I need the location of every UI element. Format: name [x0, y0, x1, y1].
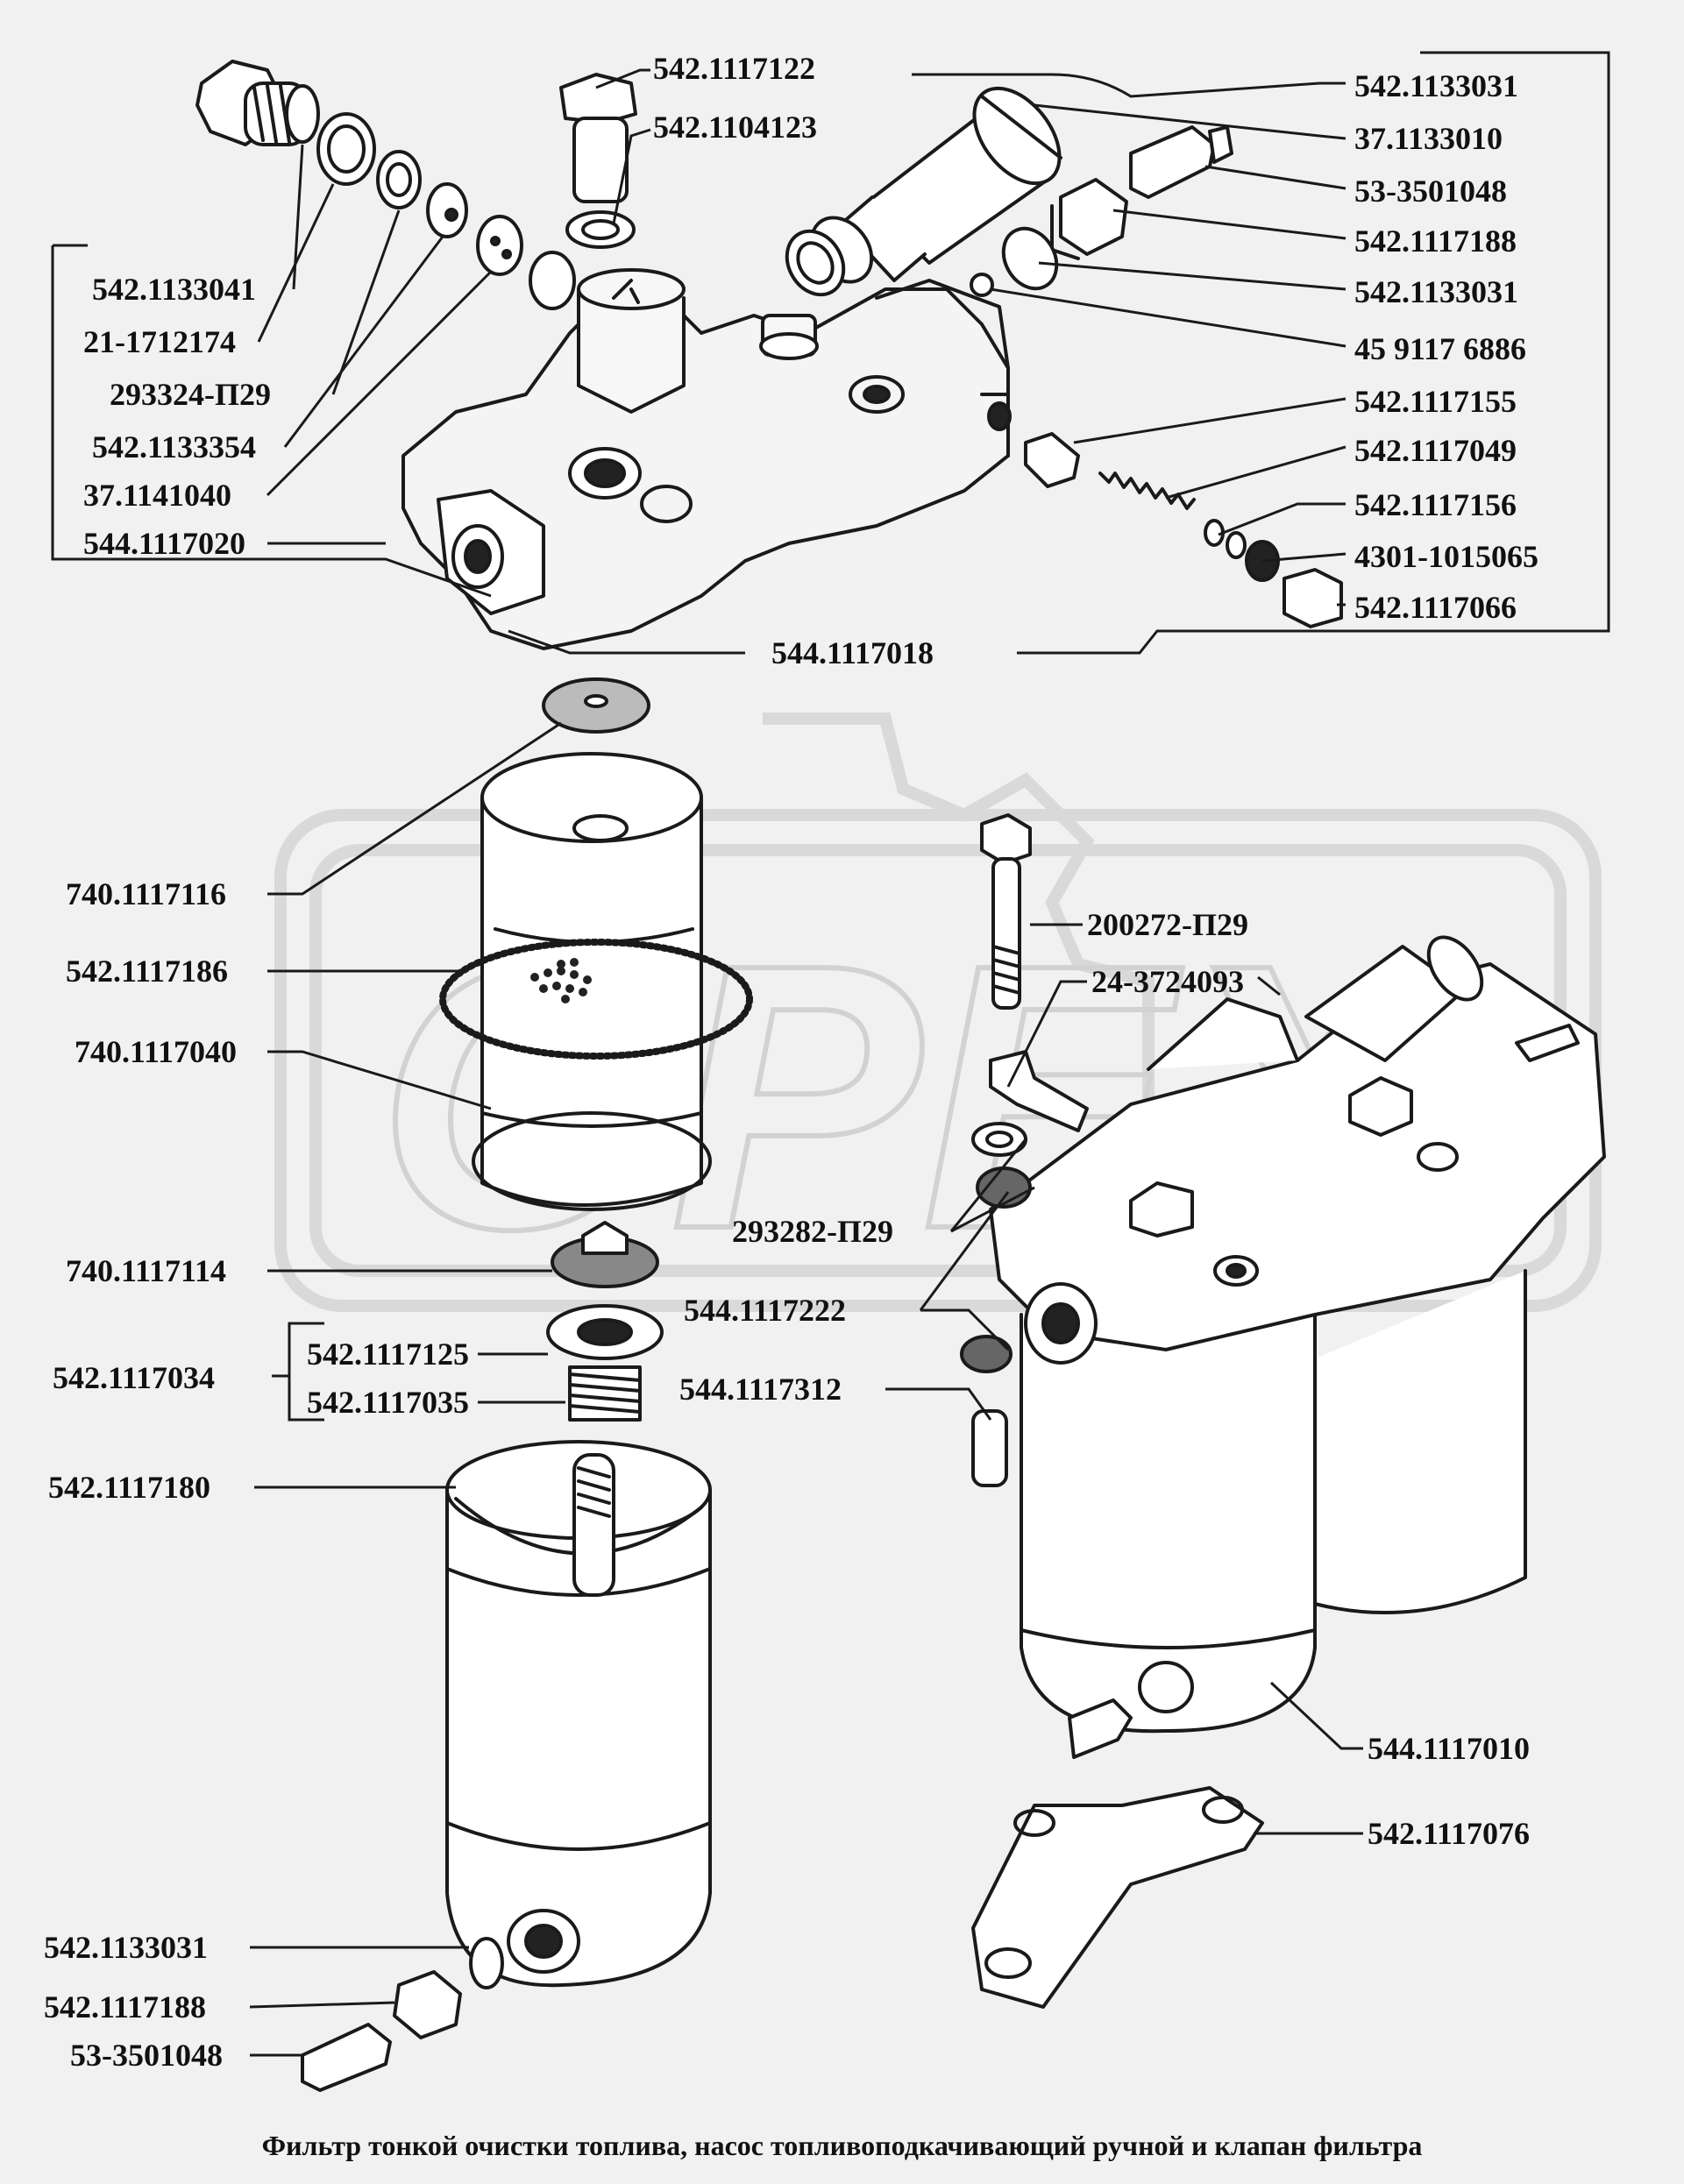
spring-542-1117049: [1098, 472, 1196, 510]
label-542-1117034: 542.1117034: [53, 1360, 216, 1395]
seal-544-1117222-b: [960, 1335, 1013, 1373]
label-542-1117156: 542.1117156: [1354, 487, 1517, 522]
filter-cover-544-1117018: [401, 268, 1012, 650]
label-542-1117125: 542.1117125: [307, 1337, 470, 1372]
label-37-1141040: 37.1141040: [83, 478, 232, 513]
bleeder-53-3501048-a: [1129, 125, 1233, 199]
label-542-1117180: 542.1117180: [48, 1470, 211, 1505]
label-542-1117035: 542.1117035: [307, 1385, 470, 1420]
plug-542-1133041: [195, 60, 320, 146]
label-4301-1015065: 4301-1015065: [1354, 539, 1538, 574]
cage-37-1141040: [476, 215, 523, 276]
label-740-1117114: 740.1117114: [66, 1253, 227, 1288]
seal-542-1117186: [439, 939, 753, 1060]
label-293324-p29: 293324-П29: [110, 377, 271, 412]
label-542-1133031-b: 542.1133031: [1354, 274, 1519, 309]
watermark-logo: [274, 713, 1602, 1312]
ring-542-1133031-b: [1001, 226, 1059, 291]
assembled-filter-544-1117010: [989, 935, 1606, 1759]
label-544-1117010: 544.1117010: [1368, 1731, 1531, 1766]
washer-293324-p29: [376, 150, 422, 209]
figure-caption: Фильтр тонкой очистки топлива, насос топ…: [261, 2130, 1423, 2161]
label-544-1117312: 544.1117312: [679, 1372, 842, 1407]
label-21-1712174: 21-1712174: [83, 324, 236, 359]
label-200272-p29: 200272-П29: [1087, 907, 1248, 942]
label-544-1117018: 544.1117018: [771, 635, 934, 670]
ball-45-9117-6886: [970, 273, 994, 297]
valve-740-1117114: [551, 1221, 659, 1288]
label-542-1117155: 542.1117155: [1354, 384, 1517, 419]
housing-542-1117180: [445, 1440, 712, 1988]
label-544-1117222: 544.1117222: [684, 1293, 847, 1328]
label-53-3501048-a: 53-3501048: [1354, 174, 1507, 209]
spring-542-1117035: [568, 1365, 642, 1422]
label-542-1117076: 542.1117076: [1368, 1816, 1531, 1851]
label-542-1117049: 542.1117049: [1354, 433, 1517, 468]
label-542-1133031-a: 542.1133031: [1354, 68, 1519, 103]
ring-542-1133031-c: [469, 1937, 504, 1989]
label-45-9117-6886: 45 9117 6886: [1354, 331, 1527, 366]
washer-21-1712174: [316, 112, 376, 186]
label-542-1133041: 542.1133041: [92, 272, 257, 307]
label-37-1133010: 37.1133010: [1354, 121, 1503, 156]
filter-element-740-1117040: [472, 752, 712, 1211]
label-542-1117122: 542.1117122: [653, 51, 816, 86]
sleeve-544-1117312: [971, 1409, 1008, 1487]
label-293282-p29: 293282-П29: [732, 1214, 893, 1249]
label-542-1117188-a: 542.1117188: [1354, 223, 1517, 259]
label-542-1133354: 542.1133354: [92, 429, 257, 464]
hand-pump-37-1133010: [809, 86, 1062, 284]
fitting-542-1117188-a: [1050, 178, 1128, 260]
valve-542-1117155: [1024, 432, 1080, 488]
label-740-1117116: 740.1117116: [66, 876, 227, 911]
label-542-1117188-b: 542.1117188: [44, 1989, 207, 2024]
label-544-1117020: 544.1117020: [83, 526, 246, 561]
bolt-542-1117122: [559, 73, 637, 203]
leader-lines: [51, 51, 1610, 2057]
label-53-3501048-b: 53-3501048: [70, 2038, 223, 2073]
label-24-3724093: 24-3724093: [1091, 964, 1244, 999]
bracket-542-1117076: [971, 1786, 1264, 2009]
bleeder-53-3501048-b: [301, 2023, 392, 2092]
fitting-542-1117188-b: [393, 1970, 462, 2039]
label-542-1104123: 542.1104123: [653, 110, 818, 145]
plug-542-1117066: [1283, 568, 1343, 628]
label-542-1133031-c: 542.1133031: [44, 1930, 209, 1965]
label-542-1117186: 542.1117186: [66, 954, 229, 989]
label-740-1117040: 740.1117040: [75, 1034, 238, 1069]
label-542-1117066: 542.1117066: [1354, 590, 1517, 625]
dots-pattern: [530, 958, 592, 1003]
bolt-200272-p29: [980, 813, 1032, 1010]
washer-542-1104123: [565, 210, 636, 249]
